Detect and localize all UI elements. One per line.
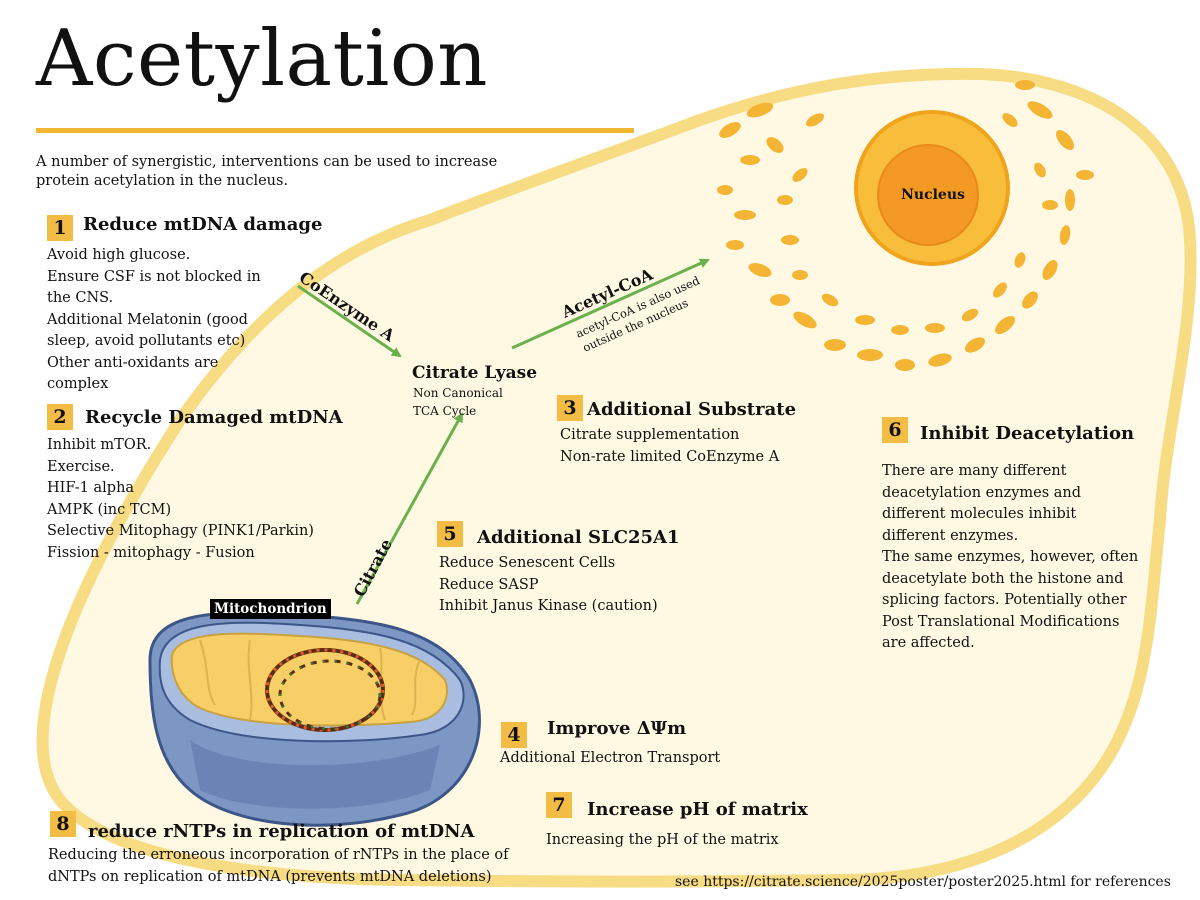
mitochondrion-label: Mitochondrion xyxy=(210,599,331,619)
section-5-number: 5 xyxy=(437,521,463,547)
section-4-title: Improve ΔΨm xyxy=(547,718,687,739)
nucleolus xyxy=(877,144,979,246)
endoplasmic-reticulum xyxy=(717,80,1094,371)
section-3-title: Additional Substrate xyxy=(587,399,797,420)
nucleus-label: Nucleus xyxy=(901,187,965,203)
title-underline xyxy=(36,128,634,133)
section-4-body: Additional Electron Transport xyxy=(500,750,721,766)
section-7-title: Increase pH of matrix xyxy=(587,799,808,820)
section-7-body: Increasing the pH of the matrix xyxy=(546,832,779,848)
citrate-arrow xyxy=(355,412,464,605)
page-title: Acetylation xyxy=(36,14,489,104)
section-1-body: Avoid high glucose.Ensure CSF is not blo… xyxy=(47,247,261,392)
citrate-lyase-sub-2: TCA Cycle xyxy=(413,404,476,418)
section-4-number: 4 xyxy=(501,722,527,748)
section-3-number: 3 xyxy=(557,395,583,421)
mitochondrion-illustration xyxy=(148,611,481,827)
section-6-number: 6 xyxy=(882,417,908,443)
section-7-number: 7 xyxy=(546,792,572,818)
section-8-body: Reducing the erroneous incorporation of … xyxy=(48,847,509,885)
section-6-title: Inhibit Deacetylation xyxy=(920,423,1135,444)
intro-text: A number of synergistic, interventions c… xyxy=(36,154,498,189)
section-2-number: 2 xyxy=(47,404,73,430)
citrate-lyase-sub-1: Non Canonical xyxy=(413,386,503,400)
section-1-number: 1 xyxy=(47,215,73,241)
section-2-title: Recycle Damaged mtDNA xyxy=(85,407,343,428)
section-8-title: reduce rNTPs in replication of mtDNA xyxy=(88,821,475,842)
section-1-title: Reduce mtDNA damage xyxy=(83,214,323,235)
coenzyme-a-arrow xyxy=(297,284,402,358)
section-8-number: 8 xyxy=(50,811,76,837)
acetyl-coa-arrow xyxy=(511,258,710,350)
section-5-title: Additional SLC25A1 xyxy=(477,527,680,548)
citrate-lyase-label: Citrate Lyase xyxy=(412,363,537,383)
references-footer: see https://citrate.science/2025poster/p… xyxy=(675,874,1171,890)
